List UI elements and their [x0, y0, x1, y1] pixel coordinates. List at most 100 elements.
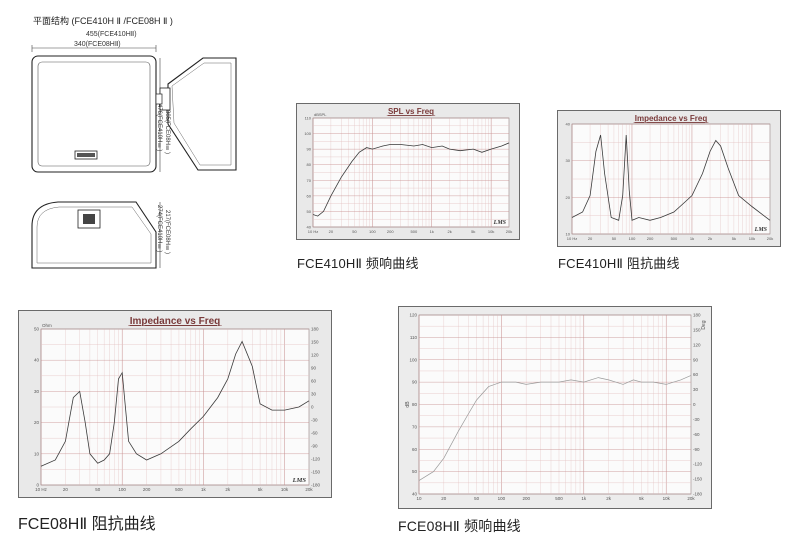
x-tick-label: 2k — [606, 496, 612, 501]
x-tick-label: 5k — [471, 229, 475, 234]
x-tick-label: 500 — [175, 487, 183, 492]
y2-tick-label: 180 — [311, 327, 319, 332]
x-tick-label: 200 — [647, 236, 654, 241]
y-unit-label: Ohm — [42, 323, 52, 328]
series-line — [312, 142, 510, 217]
y-tick-label: 50 — [34, 327, 40, 332]
x-tick-label: 20k — [305, 487, 313, 492]
series-line — [571, 134, 771, 221]
y-tick-label: 20 — [34, 420, 40, 425]
x-tick-label: 5k — [639, 496, 645, 501]
caption-fce08h-spl: FCE08HⅡ 频响曲线 — [398, 518, 521, 534]
y-tick-label: 110 — [305, 116, 312, 121]
y-tick-label: 10 — [566, 232, 571, 237]
x-tick-label: 100 — [629, 236, 636, 241]
y2-tick-label: -150 — [693, 477, 703, 482]
dimension-height-a: 476(FCE410HⅡ) — [156, 104, 162, 152]
y2-axis-label: Deg — [701, 320, 707, 329]
chart-title: Impedance vs Freq — [130, 316, 221, 327]
y2-tick-label: -120 — [311, 457, 321, 462]
x-tick-label: 2k — [448, 229, 452, 234]
x-tick-label: 500 — [411, 229, 418, 234]
y2-tick-label: -30 — [693, 417, 700, 422]
spl-chart-svg-large: 1201101009080706050401801501209060300-30… — [405, 313, 707, 502]
y-tick-label: 0 — [36, 483, 39, 488]
y2-tick-label: 0 — [311, 405, 314, 410]
y-tick-label: 80 — [412, 402, 418, 407]
y-tick-label: 60 — [307, 193, 312, 198]
y2-tick-label: 60 — [311, 379, 317, 384]
y2-tick-label: 90 — [693, 357, 699, 362]
y-tick-label: 30 — [566, 158, 571, 163]
x-tick-label: 500 — [671, 236, 678, 241]
chart-title: Impedance vs Freq — [635, 114, 708, 123]
y-axis-label: dB — [405, 401, 411, 408]
x-tick-label: 10k — [663, 496, 671, 501]
x-tick-label: 1k — [690, 236, 694, 241]
y-tick-label: 90 — [412, 380, 418, 385]
y2-tick-label: -180 — [693, 492, 703, 497]
y2-tick-label: 120 — [693, 342, 701, 347]
y2-tick-label: 90 — [311, 366, 317, 371]
speaker-outline-drawings — [31, 45, 237, 269]
y2-tick-label: -30 — [311, 418, 318, 423]
x-tick-label: 10 Hz — [567, 236, 577, 241]
dimension-depth-a: 274(FCE410HⅡ) — [156, 205, 162, 253]
x-tick-label: 10k — [749, 236, 755, 241]
y2-tick-label: 30 — [693, 387, 699, 392]
y2-tick-label: -90 — [311, 444, 318, 449]
x-tick-label: 100 — [369, 229, 376, 234]
x-tick-label: 20k — [767, 236, 773, 241]
y-tick-label: 10 — [34, 451, 40, 456]
y-tick-label: 70 — [307, 178, 312, 183]
x-tick-label: 20 — [329, 229, 334, 234]
x-tick-label: 50 — [612, 236, 617, 241]
y2-tick-label: -150 — [311, 470, 321, 475]
y2-tick-label: -120 — [693, 462, 703, 467]
y2-tick-label: 0 — [693, 402, 696, 407]
y2-tick-label: -60 — [693, 432, 700, 437]
x-tick-label: 20 — [63, 487, 69, 492]
x-tick-label: 2k — [225, 487, 231, 492]
lms-logo: LMS — [754, 227, 768, 233]
page-title: 平面结构 (FCE410H Ⅱ /FCE08H Ⅱ ) — [33, 16, 173, 26]
x-tick-label: 2k — [708, 236, 712, 241]
series-line — [40, 340, 310, 467]
y2-tick-label: -60 — [311, 431, 318, 436]
dimension-height-b: 385(FCE08HⅡ) — [164, 110, 170, 155]
lms-logo: LMS — [292, 477, 307, 484]
x-tick-label: 1k — [201, 487, 207, 492]
caption-fce410h-impedance: FCE410HⅡ 阻抗曲线 — [558, 256, 680, 271]
y2-tick-label: 60 — [693, 372, 699, 377]
dimension-depth-b: 217(FCE08HⅡ) — [164, 210, 170, 255]
y-tick-label: 40 — [34, 358, 40, 363]
x-tick-label: 50 — [352, 229, 357, 234]
y-tick-label: 80 — [307, 162, 312, 167]
x-tick-label: 500 — [555, 496, 563, 501]
y2-tick-label: 150 — [311, 340, 319, 345]
y-tick-label: 70 — [412, 424, 418, 429]
y-tick-label: 40 — [566, 122, 571, 127]
x-tick-label: 10 Hz — [308, 229, 318, 234]
x-tick-label: 10k — [488, 229, 494, 234]
x-tick-label: 20 — [441, 496, 447, 501]
x-tick-label: 50 — [95, 487, 101, 492]
caption-fce410h-spl: FCE410HⅡ 频响曲线 — [297, 256, 419, 271]
y-tick-label: 40 — [307, 225, 312, 230]
y-tick-label: 30 — [34, 389, 40, 394]
y2-tick-label: 120 — [311, 353, 319, 358]
x-tick-label: 200 — [387, 229, 394, 234]
series-line — [418, 375, 692, 481]
y-tick-label: 100 — [409, 357, 417, 362]
x-tick-label: 20k — [687, 496, 695, 501]
x-tick-label: 20k — [506, 229, 512, 234]
x-tick-label: 20 — [588, 236, 593, 241]
x-tick-label: 1k — [581, 496, 587, 501]
y-tick-label: 40 — [412, 492, 418, 497]
dimension-width-b: 340(FCE08HⅡ) — [74, 41, 121, 48]
